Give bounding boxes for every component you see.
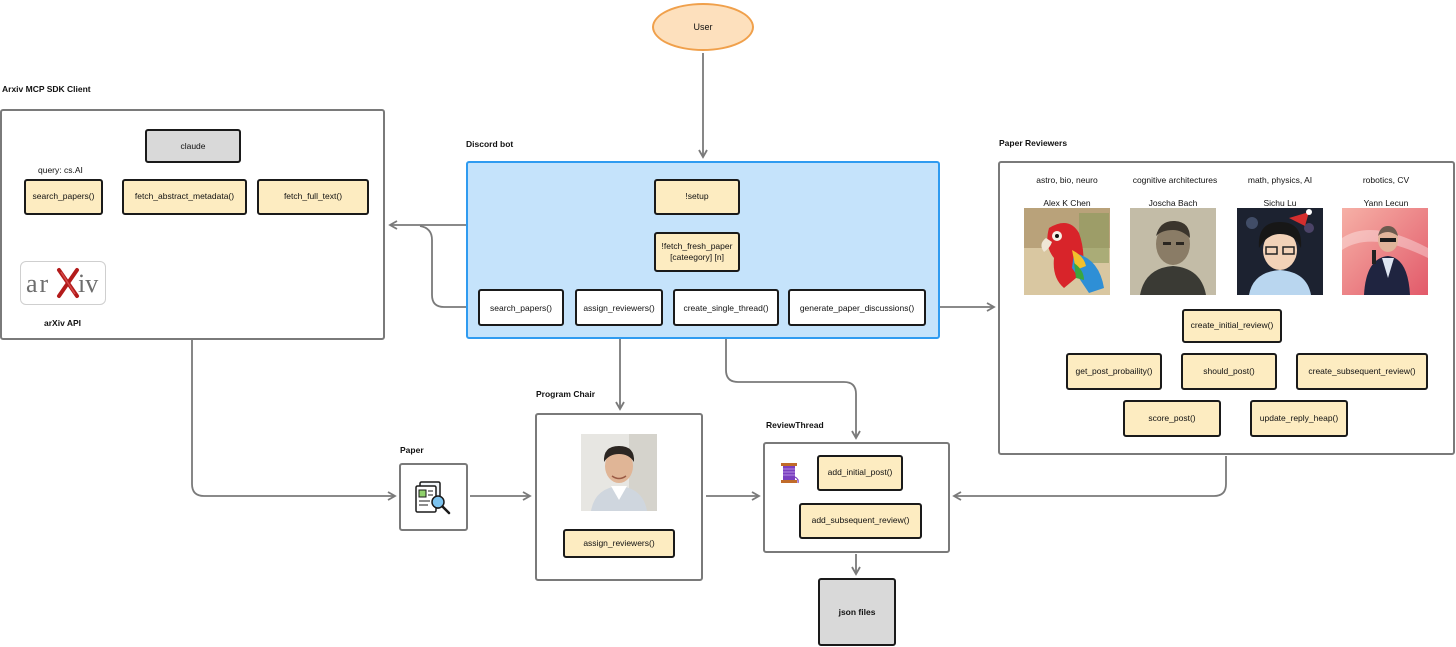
claude-box: claude — [145, 129, 241, 163]
review-thread-title: ReviewThread — [766, 420, 824, 430]
arrow-reviewers-to-reviewthread — [952, 456, 1227, 501]
reviewer-avatar-yann — [1342, 208, 1428, 295]
program-chair-assign-reviewers: assign_reviewers() — [563, 529, 675, 558]
pipeline-create-single-thread: create_single_thread() — [673, 289, 779, 326]
client-fetch-abstract-metadata: fetch_abstract_metadata() — [122, 179, 247, 215]
pipeline-assign-reviewers: assign_reviewers() — [575, 289, 663, 326]
reviewer-name-3: Sichu Lu — [1263, 198, 1297, 208]
client-search-papers: search_papers() — [24, 179, 103, 215]
arxiv-api-label: arXiv API — [44, 318, 82, 328]
fetch-command-line1: !fetch_fresh_paper — [661, 240, 733, 251]
setup-command: !setup — [654, 179, 740, 215]
reviewer-avatar-joscha — [1130, 208, 1216, 295]
pipeline-generate-paper-discussions: generate_paper_discussions() — [788, 289, 926, 326]
claude-label: claude — [180, 141, 206, 151]
create-subsequent-review: create_subsequent_review() — [1296, 353, 1428, 390]
fetch-command-line2: [cateegory] [n] — [670, 252, 724, 262]
reviewer-avatar-sichu — [1237, 208, 1323, 295]
user-label: User — [693, 22, 713, 32]
arxiv-logo: ar iv — [20, 261, 106, 305]
client-fetch-full-text: fetch_full_text() — [257, 179, 369, 215]
reviewer-avatar-parrot — [1024, 208, 1110, 295]
program-chair-title: Program Chair — [536, 389, 596, 399]
reviewer-name-1: Alex K Chen — [1043, 198, 1091, 208]
paper-title: Paper — [400, 445, 424, 455]
fetch-fresh-paper-command: !fetch_fresh_paper [cateegory] [n] — [654, 232, 740, 272]
svg-text:iv: iv — [78, 269, 98, 298]
thread-spool-icon — [781, 463, 799, 484]
arxiv-client-title: Arxiv MCP SDK Client — [2, 84, 91, 94]
get-post-probaility: get_post_probaility() — [1066, 353, 1162, 390]
paper-reviewers-title: Paper Reviewers — [999, 138, 1068, 148]
reviewer-topics-1: astro, bio, neuro — [1036, 175, 1098, 185]
query-label: query: cs.AI — [38, 165, 83, 175]
arxiv-logo-icon: ar iv — [26, 268, 98, 298]
create-initial-review: create_initial_review() — [1182, 309, 1282, 343]
reviewer-topics-4: robotics, CV — [1362, 175, 1410, 185]
add-initial-post: add_initial_post() — [817, 455, 903, 491]
discord-bot-title: Discord bot — [466, 139, 514, 149]
program-chair-avatar — [581, 434, 657, 511]
json-files-box: json files — [818, 578, 896, 646]
svg-text:ar: ar — [26, 269, 50, 298]
reviewer-name-4: Yann Lecun — [1363, 198, 1409, 208]
reviewer-topics-2: cognitive architectures — [1132, 175, 1218, 185]
pipeline-search-papers: search_papers() — [478, 289, 564, 326]
json-files-label: json files — [838, 607, 876, 617]
user-node: User — [652, 3, 754, 51]
reviewer-topics-3: math, physics, AI — [1247, 175, 1313, 185]
update-reply-heap: update_reply_heap() — [1250, 400, 1348, 437]
arrow-client-to-paper — [191, 340, 397, 501]
document-search-icon — [415, 481, 451, 515]
add-subsequent-review: add_subsequent_review() — [799, 503, 922, 539]
reviewer-name-2: Joscha Bach — [1148, 198, 1198, 208]
score-post: score_post() — [1123, 400, 1221, 437]
should-post: should_post() — [1181, 353, 1277, 390]
